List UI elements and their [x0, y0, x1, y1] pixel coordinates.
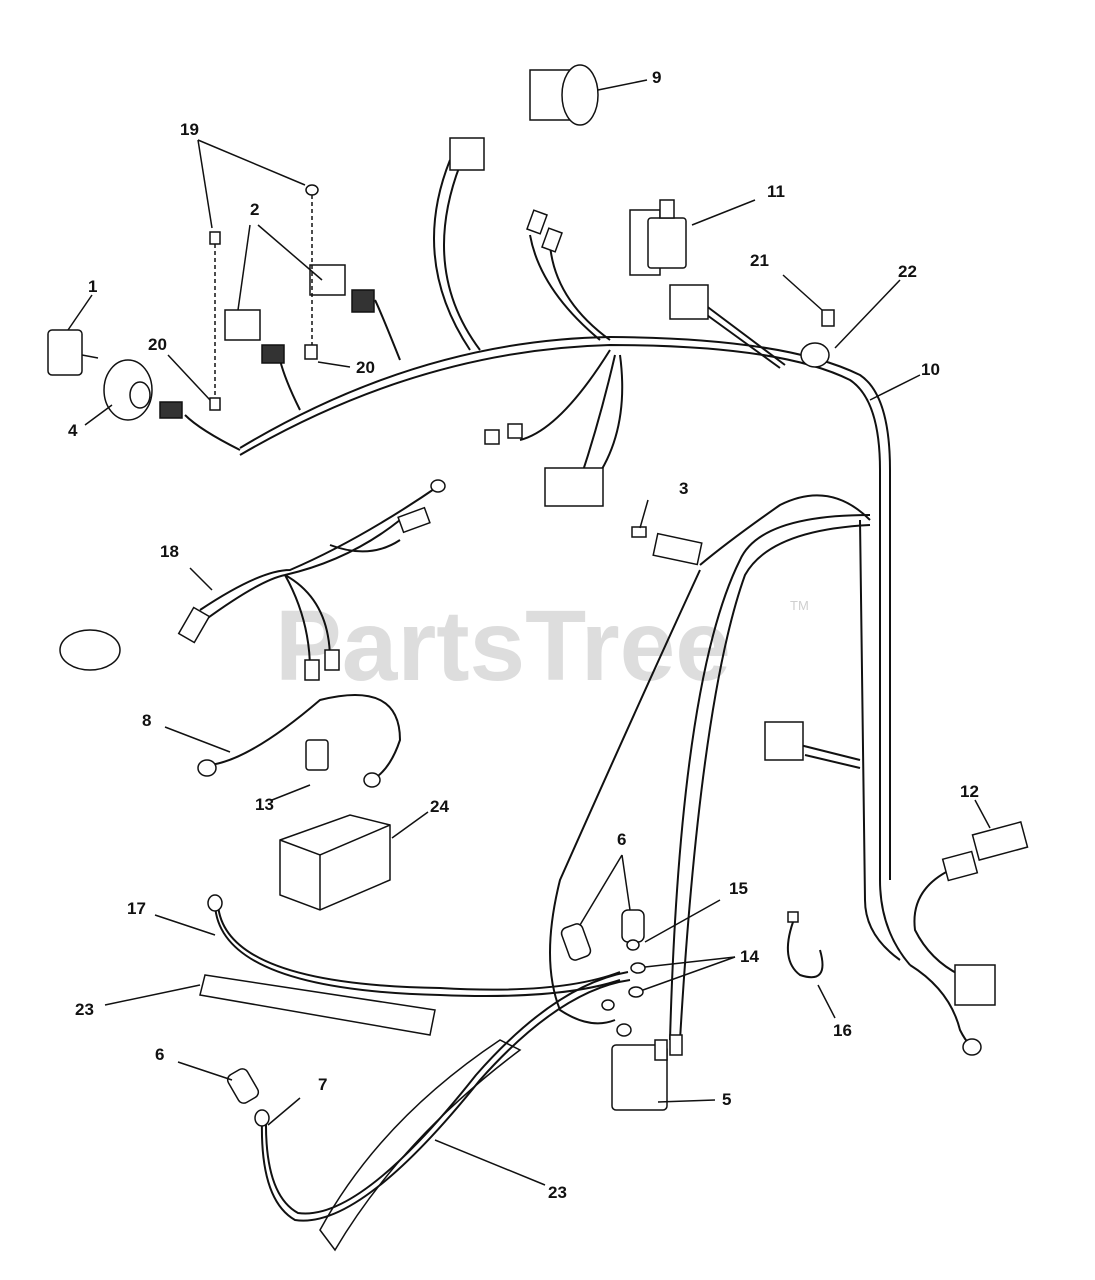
- part-9-switch: [529, 64, 599, 126]
- part-13-boot: [305, 739, 329, 771]
- side-connector: [764, 721, 804, 761]
- part-8-cable: [197, 694, 402, 788]
- part-7-cable: [254, 971, 631, 1222]
- callout-18: 18: [160, 542, 179, 561]
- fasteners-19-20: [209, 184, 319, 411]
- callout-7: 7: [318, 1075, 327, 1094]
- part-23-sleeves: [199, 974, 522, 1252]
- part-21-22: [800, 309, 835, 368]
- part-1-key: [47, 329, 99, 376]
- callout-20b: 20: [356, 358, 375, 377]
- callout-6b: 6: [155, 1045, 164, 1064]
- callout-5: 5: [722, 1090, 731, 1109]
- part-6-boots: [226, 909, 645, 1104]
- callout-1: 1: [88, 277, 97, 296]
- callout-13: 13: [255, 795, 274, 814]
- callout-23b: 23: [548, 1183, 567, 1202]
- callout-22: 22: [898, 262, 917, 281]
- callout-20a: 20: [148, 335, 167, 354]
- callout-12: 12: [960, 782, 979, 801]
- part-11-solenoid: [629, 199, 709, 320]
- watermark-tm: TM: [790, 598, 809, 613]
- callout-9: 9: [652, 68, 661, 87]
- part-3-fuse: [631, 526, 703, 566]
- part-12-connector: [941, 821, 1029, 1056]
- part-5-starter-solenoid: [611, 1034, 683, 1111]
- wire-terminals: [484, 209, 604, 507]
- callout-6a: 6: [617, 830, 626, 849]
- callout-4: 4: [68, 421, 78, 440]
- part-4-ignition-switch: [103, 359, 183, 421]
- callout-19: 19: [180, 120, 199, 139]
- watermark-text: PartsTree: [275, 590, 731, 702]
- callout-21: 21: [750, 251, 769, 270]
- part-24-battery: [279, 814, 391, 911]
- callout-15: 15: [729, 879, 748, 898]
- callout-16: 16: [833, 1021, 852, 1040]
- callout-labels: 1 2 3 4 5 6 6 7 8 9 10 11 12 13 14 15 16…: [68, 68, 979, 1202]
- callout-24: 24: [430, 797, 449, 816]
- top-connector: [449, 137, 485, 171]
- part-16-clip: [786, 911, 824, 979]
- part-2-relays: [224, 264, 375, 364]
- callout-17: 17: [127, 899, 146, 918]
- callout-11: 11: [767, 182, 785, 201]
- callout-2: 2: [250, 200, 259, 219]
- part-17-cable: [207, 894, 621, 997]
- leader-lines: [67, 79, 991, 1186]
- callout-23a: 23: [75, 1000, 94, 1019]
- callout-14: 14: [740, 947, 759, 966]
- callout-3: 3: [679, 479, 688, 498]
- callout-10: 10: [921, 360, 940, 379]
- harness-branches: [184, 159, 971, 1046]
- part-18-wire-assembly: [59, 479, 446, 681]
- part-14-15-hardware: [601, 939, 646, 1037]
- callout-8: 8: [142, 711, 151, 730]
